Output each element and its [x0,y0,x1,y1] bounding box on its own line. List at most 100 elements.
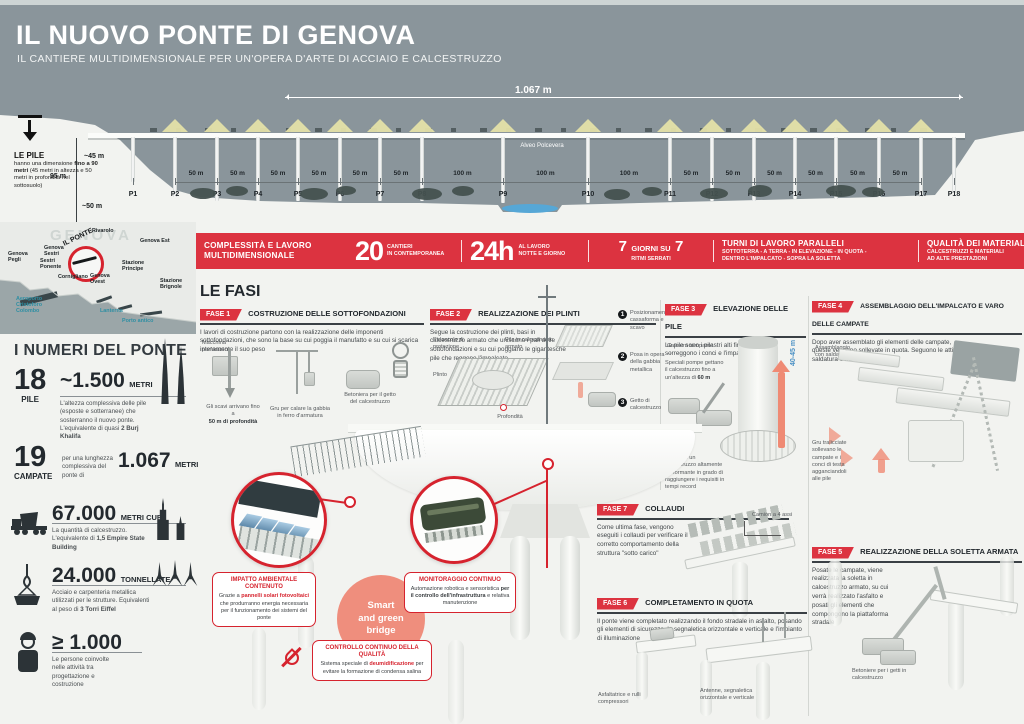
banner-separator [713,240,714,262]
bridge-pier [952,137,956,193]
height-total-label: 95 m [50,173,66,180]
map-place-label: Rivarolo [92,228,114,234]
deck-lighting-cone [699,119,725,132]
bridge-pier [668,137,672,201]
phase-4-tag: FASE 4 [812,300,855,313]
deck-lighting-cone [866,119,892,132]
span-length-label: 50 m [850,170,865,177]
zoom-anchor-dot [542,458,554,470]
bridge-pier [215,137,219,201]
pier-label: P5 [293,191,303,198]
phase-3-label: Cassero rampante → [667,343,714,357]
worker-icon [18,632,38,672]
span-length-label: 50 m [725,170,741,177]
span-length-label: 50 m [352,170,368,177]
deck-lighting-cone [823,119,849,132]
dimension-tick [217,178,218,185]
eiffel-tower-icon [183,562,198,586]
phase-4-label: Gru tralicciate sollevano le campate e i… [812,440,847,483]
deck-lighting-cone [327,119,353,132]
stat-spans: 19 CAMPATE [14,441,53,482]
numbers-heading: I NUMERI DEL PONTE [14,342,188,359]
bridge-pier [877,137,881,197]
burj-khalifa-icon [177,346,185,404]
height-dimension-line [76,138,77,223]
map-place-label: Stazione Brignole [160,278,183,291]
pier-label: P2 [170,191,180,198]
bridge-pier [793,137,797,199]
dimension-tick [879,178,880,185]
deck-lighting-cone [367,119,393,132]
span-length-label: 50 m [230,170,245,177]
pier-label: P14 [788,191,802,198]
dimension-tick [954,178,955,185]
span-length-label: 50 m [767,170,782,177]
phase-4-label: Assemblaggio con saldatura [815,345,851,359]
burj-khalifa-icon [161,338,169,404]
span-length-label: 50 m [808,170,823,177]
total-length-label: 1.067 m [515,85,552,96]
banner-separator [461,240,462,262]
bridge-pier [710,137,714,201]
dimension-tick [258,178,259,185]
stat-spans-value: 1.067 METRI [118,449,199,472]
phase-3-label: Speciali pompe gettano il calcestruzzo f… [665,360,724,381]
bridge-deck [88,133,965,138]
empire-state-icon [157,498,169,540]
phase-1-label: Gru per calare la gabbia in ferro d'arma… [270,406,331,420]
monitoring-robot-zoom-circle [410,476,498,564]
map-place-label: Genova Sestri [44,245,64,258]
phase-2-tag: FASE 2 [430,308,473,321]
river-label: Alveo Polcevera [520,143,564,149]
deck-lighting-cone [741,119,767,132]
deck-lighting-cone [204,119,230,132]
phase-6-tag: FASE 6 [597,597,640,610]
deck-lighting-cone [908,119,934,132]
pier-label: P11 [663,191,677,198]
pier-label: P7 [375,191,385,198]
pier-height-label: 40-45 m [790,339,797,366]
empire-state-icon [176,516,185,540]
map-place-label: Porto antico [122,318,154,324]
deck-lighting-cone [575,119,601,132]
terrain-silhouette [0,115,1024,225]
tree-silhouette [190,188,216,199]
deck-lighting-cone [245,119,271,132]
tree-silhouette [300,188,328,200]
pier-label: P4 [253,191,263,198]
dimension-tick [380,178,381,185]
page-title: IL NUOVO PONTE DI GENOVA [16,20,416,50]
tree-silhouette [604,189,630,200]
banner-item-shifts: TURNI DI LAVORO PARALLELI SOTTOTERRA - A… [722,238,867,262]
map-place-label: Genova Pegli [8,251,28,264]
pier-label: P17 [914,191,928,198]
dimension-tick [921,178,922,185]
pier-label: P18 [947,191,961,198]
river-water [502,204,558,213]
map-place-label: Cornigliano [58,274,88,280]
depth-below-label: ~50 m [82,203,103,210]
dimension-tick [175,178,176,185]
dimension-tick [298,178,299,185]
phase-5-label: Betoniere per i getti in calcestruzzo [852,668,907,682]
banner-item-7days: 7 GIORNI SU 7 RITMI SERRATI [618,238,684,263]
concrete-mixer-illustration [346,370,380,389]
deck-lighting-cone [162,119,188,132]
tree-silhouette [452,186,474,196]
page-top-edge [0,0,1024,5]
map-place-label: Genova Ovest [90,273,110,286]
bridge-pier [420,137,424,201]
phases-heading: LE FASI [200,283,261,300]
bridge-pier [752,137,756,201]
deck-lighting-cone [409,119,435,132]
bridge-pier [834,137,838,199]
deck-lighting-cone [285,119,311,132]
phase-7-tag: FASE 7 [597,503,640,516]
